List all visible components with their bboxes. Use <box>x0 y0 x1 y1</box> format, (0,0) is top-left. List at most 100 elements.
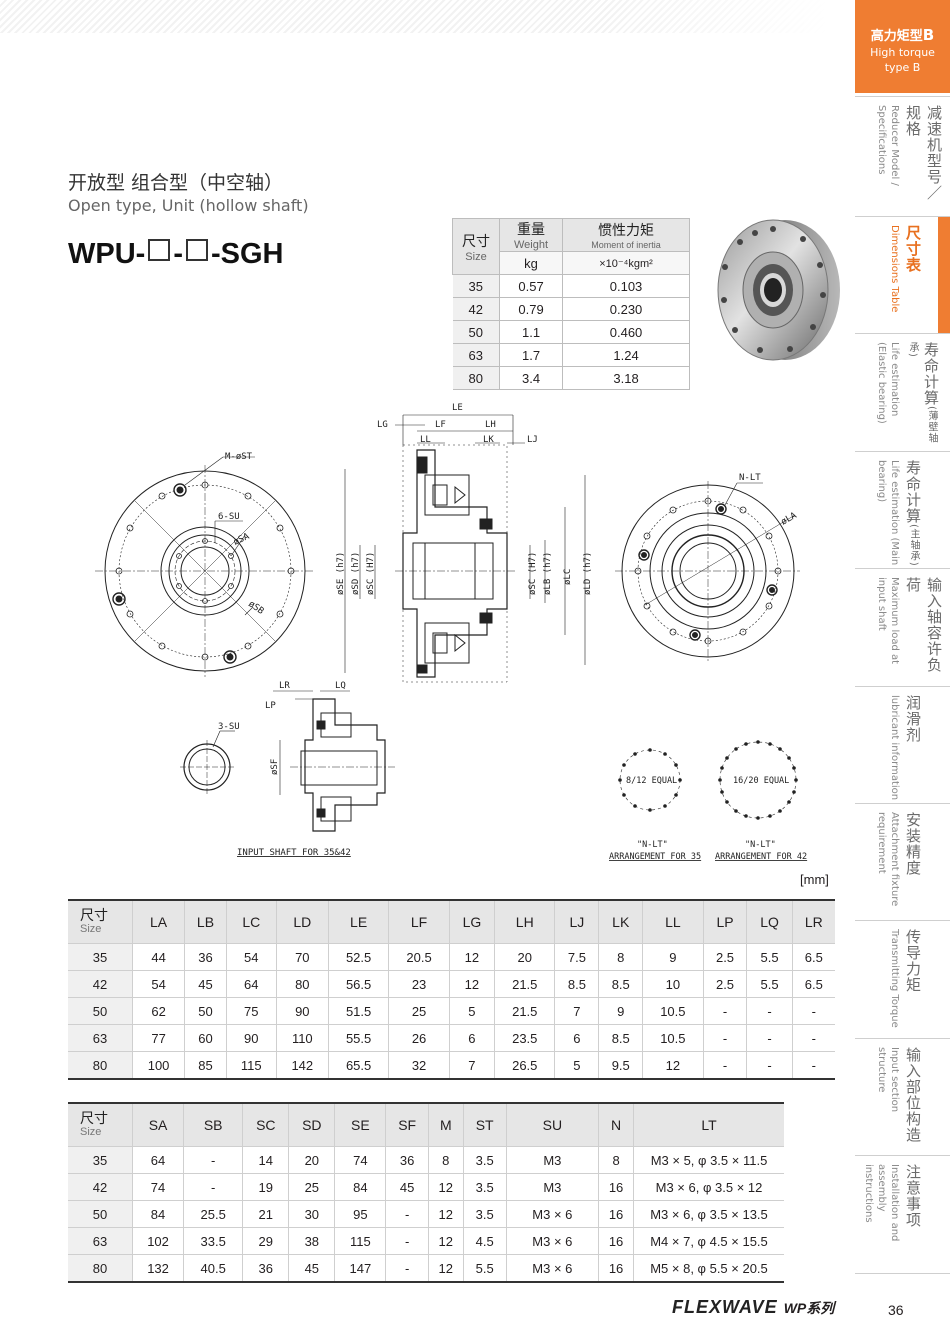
table-cell: 84 <box>131 1200 184 1228</box>
column-header: LT <box>633 1102 784 1147</box>
label-lq: LQ <box>335 681 346 691</box>
table-cell: 35 <box>68 943 133 971</box>
sidebar-item-dimensions[interactable]: 尺寸表 Dimensions Table <box>855 216 950 333</box>
table-cell: 80 <box>452 366 500 390</box>
sidebar-item-input-load[interactable]: 输入轴容许负荷 Maximum load at input shaft <box>855 568 950 686</box>
technical-drawing: M-øST 6-SU øSA øSB LE LG LF LH <box>95 403 807 862</box>
table-cell: 44 <box>131 943 185 971</box>
label-lh: LH <box>485 420 496 430</box>
placeholder-box <box>148 239 171 261</box>
table-cell: 6 <box>448 1024 495 1052</box>
table-cell: 102 <box>131 1227 184 1255</box>
table-cell: - <box>385 1227 429 1255</box>
label-6su: 6-SU <box>218 512 240 522</box>
sidebar-item-en: Transmitting Torque <box>889 929 900 1028</box>
table-cell: 54 <box>225 943 277 971</box>
table-cell: 74 <box>131 1173 184 1201</box>
sidebar-item-installation[interactable]: 注意事项 Installation and assembly instructi… <box>855 1155 950 1274</box>
table-cell: 1.1 <box>499 320 564 344</box>
sidebar-item-attachment[interactable]: 安装精度 Attachment fixture requirement <box>855 803 950 921</box>
table-cell: 29 <box>242 1227 289 1255</box>
nlt-arrangement-42 <box>718 740 798 820</box>
sidebar-item-zh-small: (主轴承) <box>908 524 919 567</box>
table-cell: - <box>791 997 835 1025</box>
table-cell: 80 <box>275 970 329 998</box>
table-cell: M3 × 6, φ 3.5 × 12 <box>633 1173 784 1201</box>
sidebar-item-zh: 寿命计算 <box>922 342 940 406</box>
sidebar-item-torque[interactable]: 传导力矩 Transmitting Torque <box>855 920 950 1038</box>
label-sc: øSC (H7) <box>366 552 376 595</box>
column-header: LR <box>791 899 835 944</box>
column-header: SA <box>131 1102 184 1147</box>
table-cell: 12 <box>448 970 495 998</box>
table-cell: 25 <box>388 997 450 1025</box>
table-cell: 16 <box>598 1200 634 1228</box>
table-cell: 21 <box>242 1200 289 1228</box>
label-nlt: N-LT <box>739 473 761 483</box>
table-cell: 5.5 <box>462 1254 507 1283</box>
sidebar-item-specifications[interactable]: 减速机型号／规格 Reducer Model / Specifications <box>855 96 950 215</box>
label-3su: 3-SU <box>218 722 240 732</box>
column-header: SD <box>288 1102 335 1147</box>
table-cell: 16 <box>598 1254 634 1283</box>
sidebar-item-life-main[interactable]: 寿命计算(主轴承) Life estimation (Main bearing) <box>855 451 950 569</box>
table-cell: - <box>183 1173 243 1201</box>
title-cn: 开放型 组合型（中空轴） <box>68 172 284 194</box>
title-en: Open type, Unit (hollow shaft) <box>68 196 309 215</box>
label-ld: øLD (h7) <box>583 552 593 595</box>
sidebar-item-zh-small: (薄壁轴承) <box>907 342 937 444</box>
table-cell: 77 <box>131 1024 185 1052</box>
column-header: LD <box>275 899 329 944</box>
table-cell: 52.5 <box>327 943 389 971</box>
column-header: SE <box>334 1102 386 1147</box>
sidebar-item-input-structure[interactable]: 输入部位构造 Input section structure <box>855 1038 950 1156</box>
table-cell: 10.5 <box>642 997 704 1025</box>
table-cell: 100 <box>131 1051 185 1080</box>
sidebar-item-life-elastic[interactable]: 寿命计算(薄壁轴承) Life estimation (Elastic bear… <box>855 333 950 451</box>
table-cell: 6.5 <box>791 970 835 998</box>
label-nlt-35: "N-LT" <box>637 840 668 850</box>
table-cell: 5.5 <box>746 970 793 998</box>
table-cell: 1.7 <box>499 343 564 367</box>
table-cell: 16 <box>598 1173 634 1201</box>
table-cell: 7 <box>448 1051 495 1080</box>
table-cell: 63 <box>452 343 500 367</box>
table-cell: - <box>791 1024 835 1052</box>
table-cell: M3 <box>505 1146 599 1174</box>
table-cell: 7 <box>554 997 599 1025</box>
table-cell: 42 <box>452 297 500 321</box>
column-header: LC <box>225 899 277 944</box>
table-cell: 6.5 <box>791 943 835 971</box>
column-header: SC <box>242 1102 289 1147</box>
label-arr-35: ARRANGEMENT FOR 35 <box>609 852 701 862</box>
table-cell: 26.5 <box>494 1051 555 1080</box>
table-cell: 8.5 <box>554 970 599 998</box>
brand-logo: FLEXWAVE <box>672 1297 778 1317</box>
table-cell: 5.5 <box>746 943 793 971</box>
table-cell: 2.5 <box>702 970 747 998</box>
table-cell: M3 <box>505 1173 599 1201</box>
table-cell: 20.5 <box>388 943 450 971</box>
sidebar-item-lubricant[interactable]: 润滑剂 lubricant information <box>855 686 950 804</box>
table-cell: 12 <box>642 1051 704 1080</box>
table-cell: 25 <box>288 1173 335 1201</box>
table-cell: 10 <box>642 970 704 998</box>
sidebar-item-en: Input section structure <box>876 1047 900 1113</box>
table-cell: 0.460 <box>562 320 690 344</box>
section-view <box>395 444 515 683</box>
front-view-left <box>95 456 315 677</box>
sidebar-item-en: Installation and assembly instructions <box>863 1164 900 1242</box>
table-cell: 80 <box>68 1051 133 1080</box>
label-nlt-42: "N-LT" <box>745 840 776 850</box>
